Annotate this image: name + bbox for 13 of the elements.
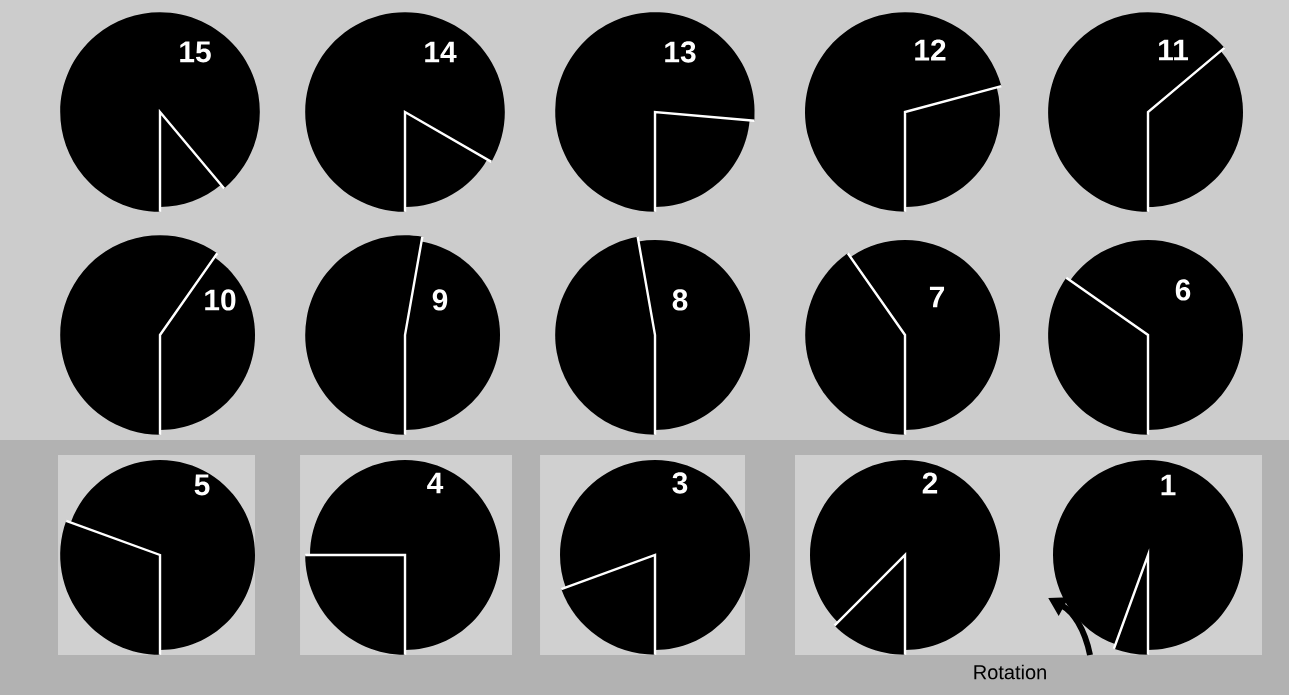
pie-disk: 11 bbox=[1048, 12, 1243, 212]
node-label: 9 bbox=[432, 289, 448, 311]
pie-disk: 3 bbox=[560, 460, 750, 655]
pie-disk: 7 bbox=[805, 240, 1000, 435]
pie-disk: 6 bbox=[1048, 240, 1243, 435]
pie-disk: 5 bbox=[60, 460, 255, 655]
pie-disk: 10 bbox=[60, 235, 255, 435]
pie-disk: 2 bbox=[810, 460, 1000, 655]
pie-disk: 8 bbox=[555, 236, 750, 435]
pie-disk: 1 bbox=[1053, 460, 1243, 655]
pie-disk: 4 bbox=[305, 460, 500, 655]
pie-disk: 9 bbox=[305, 235, 500, 435]
rotation-label: Rotation bbox=[974, 664, 1046, 680]
